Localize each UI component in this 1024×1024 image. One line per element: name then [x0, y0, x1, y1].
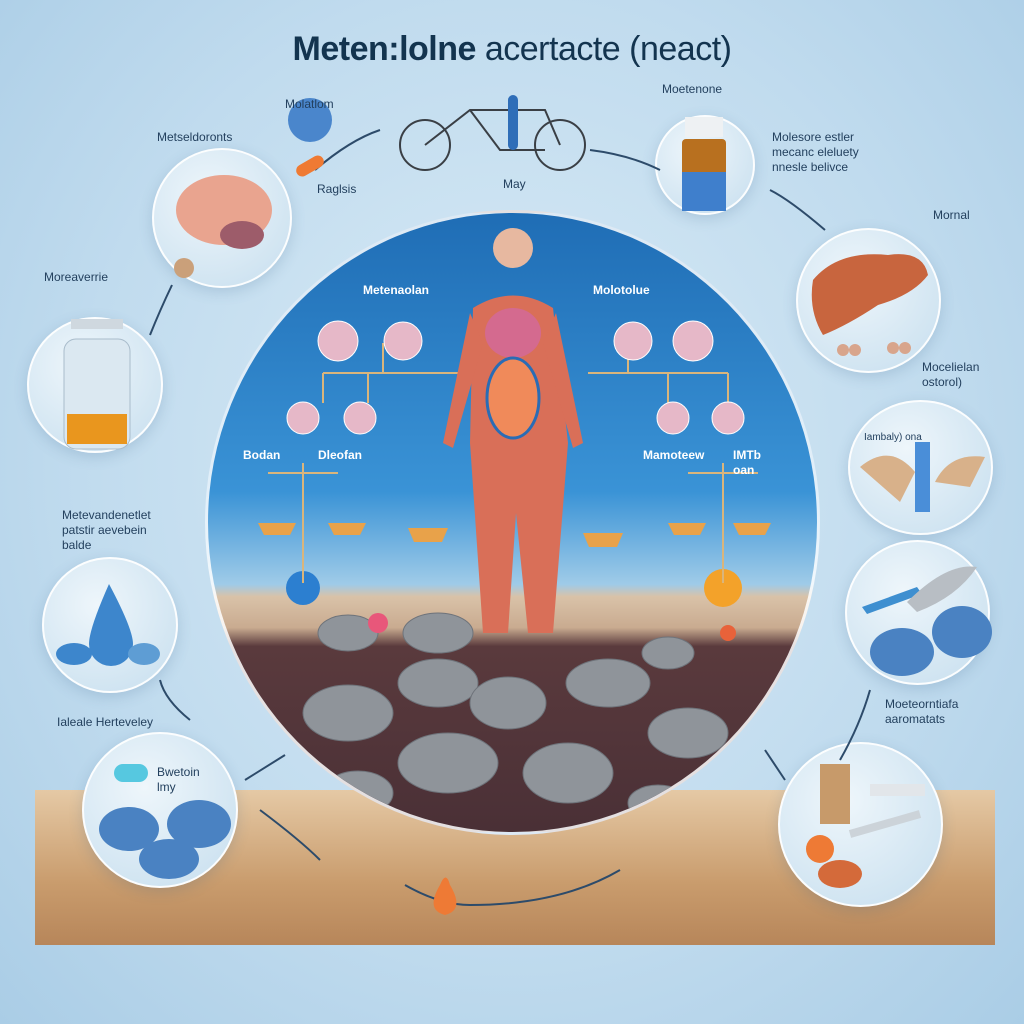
label-moetenone: Moetenone [662, 82, 723, 96]
label-mocelielan: Mocelielan ostorol) [922, 360, 980, 389]
droplet-bubble [42, 557, 178, 693]
label-ialeale: Ialeale Herteveley [57, 715, 154, 729]
label-molatlom: Molatlom [285, 97, 334, 111]
label-molesore: Molesore estler mecanc eleluety nnesle b… [772, 130, 859, 174]
bones-bubble [778, 742, 943, 907]
human-figure [443, 228, 583, 633]
bottle-bubble [27, 317, 163, 453]
brain-bubble [152, 148, 292, 288]
label-bodan: Bodan [243, 448, 281, 462]
label-metevandenetlet: Metevandenetlet patstir aevebein balde [62, 508, 151, 552]
vial-bubble [655, 115, 755, 215]
label-moeteorntiafa: Moeteorntiafa aaromatats [885, 697, 959, 726]
label-dleofan: Dleofan [318, 448, 363, 462]
label-raglsis: Raglsis [317, 182, 357, 196]
label-mamoteew: Mamoteew [643, 448, 705, 462]
label-may: May [503, 177, 526, 191]
central-illustration [258, 228, 771, 822]
central-body-circle: Metenaolan Molotolue Bodan Dleofan Mamot… [205, 210, 820, 835]
liver-bubble [796, 228, 941, 373]
pills-bubble [82, 732, 238, 888]
label-bwetoin: Bwetoin lmy [157, 765, 200, 794]
page-title: Meten:lolne acertacte (neact) [292, 30, 732, 68]
label-metenaolan: Metenaolan [363, 283, 430, 297]
label-metseldoronts: Metseldoronts [157, 130, 233, 144]
label-molotolue: Molotolue [593, 283, 650, 297]
tablets-bubble [845, 540, 992, 685]
label-wings: Iambaly) ona [864, 432, 922, 443]
label-mornal: Mornal [933, 208, 970, 222]
wings-bubble: Iambaly) ona [848, 400, 993, 535]
label-moreaverrie: Moreaverrie [44, 270, 109, 284]
label-imtb: IMTb oan [733, 448, 761, 477]
